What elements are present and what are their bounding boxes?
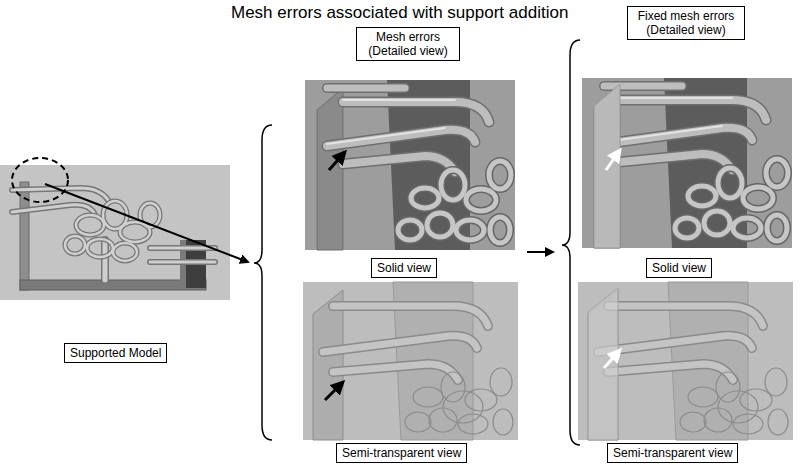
box-label: Semi-transparent view [613, 446, 732, 460]
mesh-error-semi-image [303, 282, 518, 440]
figure-title: Mesh errors associated with support addi… [231, 3, 568, 23]
mesh-error-solid-image [305, 80, 515, 250]
brace [562, 40, 580, 445]
box-label: Solid view [652, 261, 706, 275]
label-box: Mesh errors (Detailed view) [356, 27, 460, 61]
label-box: Fixed mesh errors (Detailed view) [627, 6, 745, 40]
brace [254, 125, 272, 440]
box-label: Semi-transparent view [342, 446, 461, 460]
fixed-mesh-semi-image [578, 282, 793, 440]
label-box: Solid view [371, 258, 437, 278]
box-label: Solid view [377, 261, 431, 275]
label-box: Semi-transparent view [607, 443, 738, 463]
box-label: Mesh errors (Detailed view) [362, 30, 454, 58]
fixed-mesh-solid-image [582, 78, 792, 248]
label-box: Supported Model [64, 343, 167, 363]
label-box: Semi-transparent view [336, 443, 467, 463]
label-box: Solid view [646, 258, 712, 278]
box-label: Supported Model [70, 346, 161, 360]
fix-arrow [527, 251, 553, 253]
box-label: Fixed mesh errors (Detailed view) [633, 9, 739, 37]
zoom-arrow [45, 184, 248, 262]
supported-model-image [0, 158, 230, 300]
